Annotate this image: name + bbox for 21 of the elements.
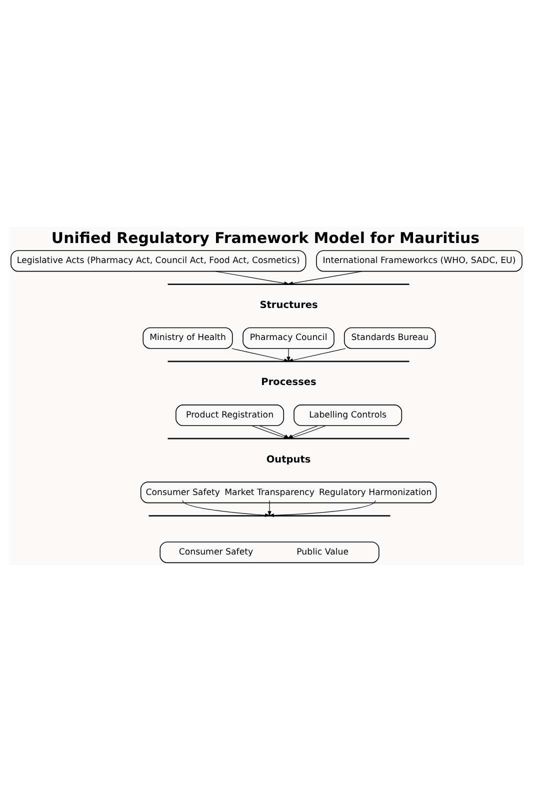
- arrow: [268, 500, 272, 516]
- node-box: Legislative Acts (Pharmacy Act, Council Act, Food Act, Cosmetics): [10, 250, 306, 272]
- node-box: Ministry of Health: [142, 326, 233, 348]
- node-box: International Frameworkcs (WHO, SADC, EU): [316, 250, 522, 272]
- node-bar: [168, 283, 410, 284]
- node-bar: [168, 437, 410, 439]
- node-box: Product Registration: [176, 404, 284, 426]
- arrow: [288, 348, 346, 362]
- label: Processes: [261, 376, 316, 388]
- node-bar: [148, 514, 390, 516]
- node-box: Consumer Safety Public Value: [160, 541, 380, 563]
- node-box: Pharmacy Council: [242, 326, 334, 348]
- node-box: Consumer Safety Market Transparency Regulatory Harmonization: [140, 481, 437, 503]
- label: Structures: [260, 299, 318, 310]
- label: Outputs: [266, 454, 311, 465]
- arrow: [232, 348, 290, 362]
- node-bar: [168, 360, 410, 362]
- node-box: Labelling Controls: [294, 404, 402, 426]
- diagram-title: Unified Regulatory Framework Model for Mauritius: [51, 228, 480, 247]
- arrow: [286, 348, 290, 362]
- node-box: Standards Bureau: [344, 326, 436, 348]
